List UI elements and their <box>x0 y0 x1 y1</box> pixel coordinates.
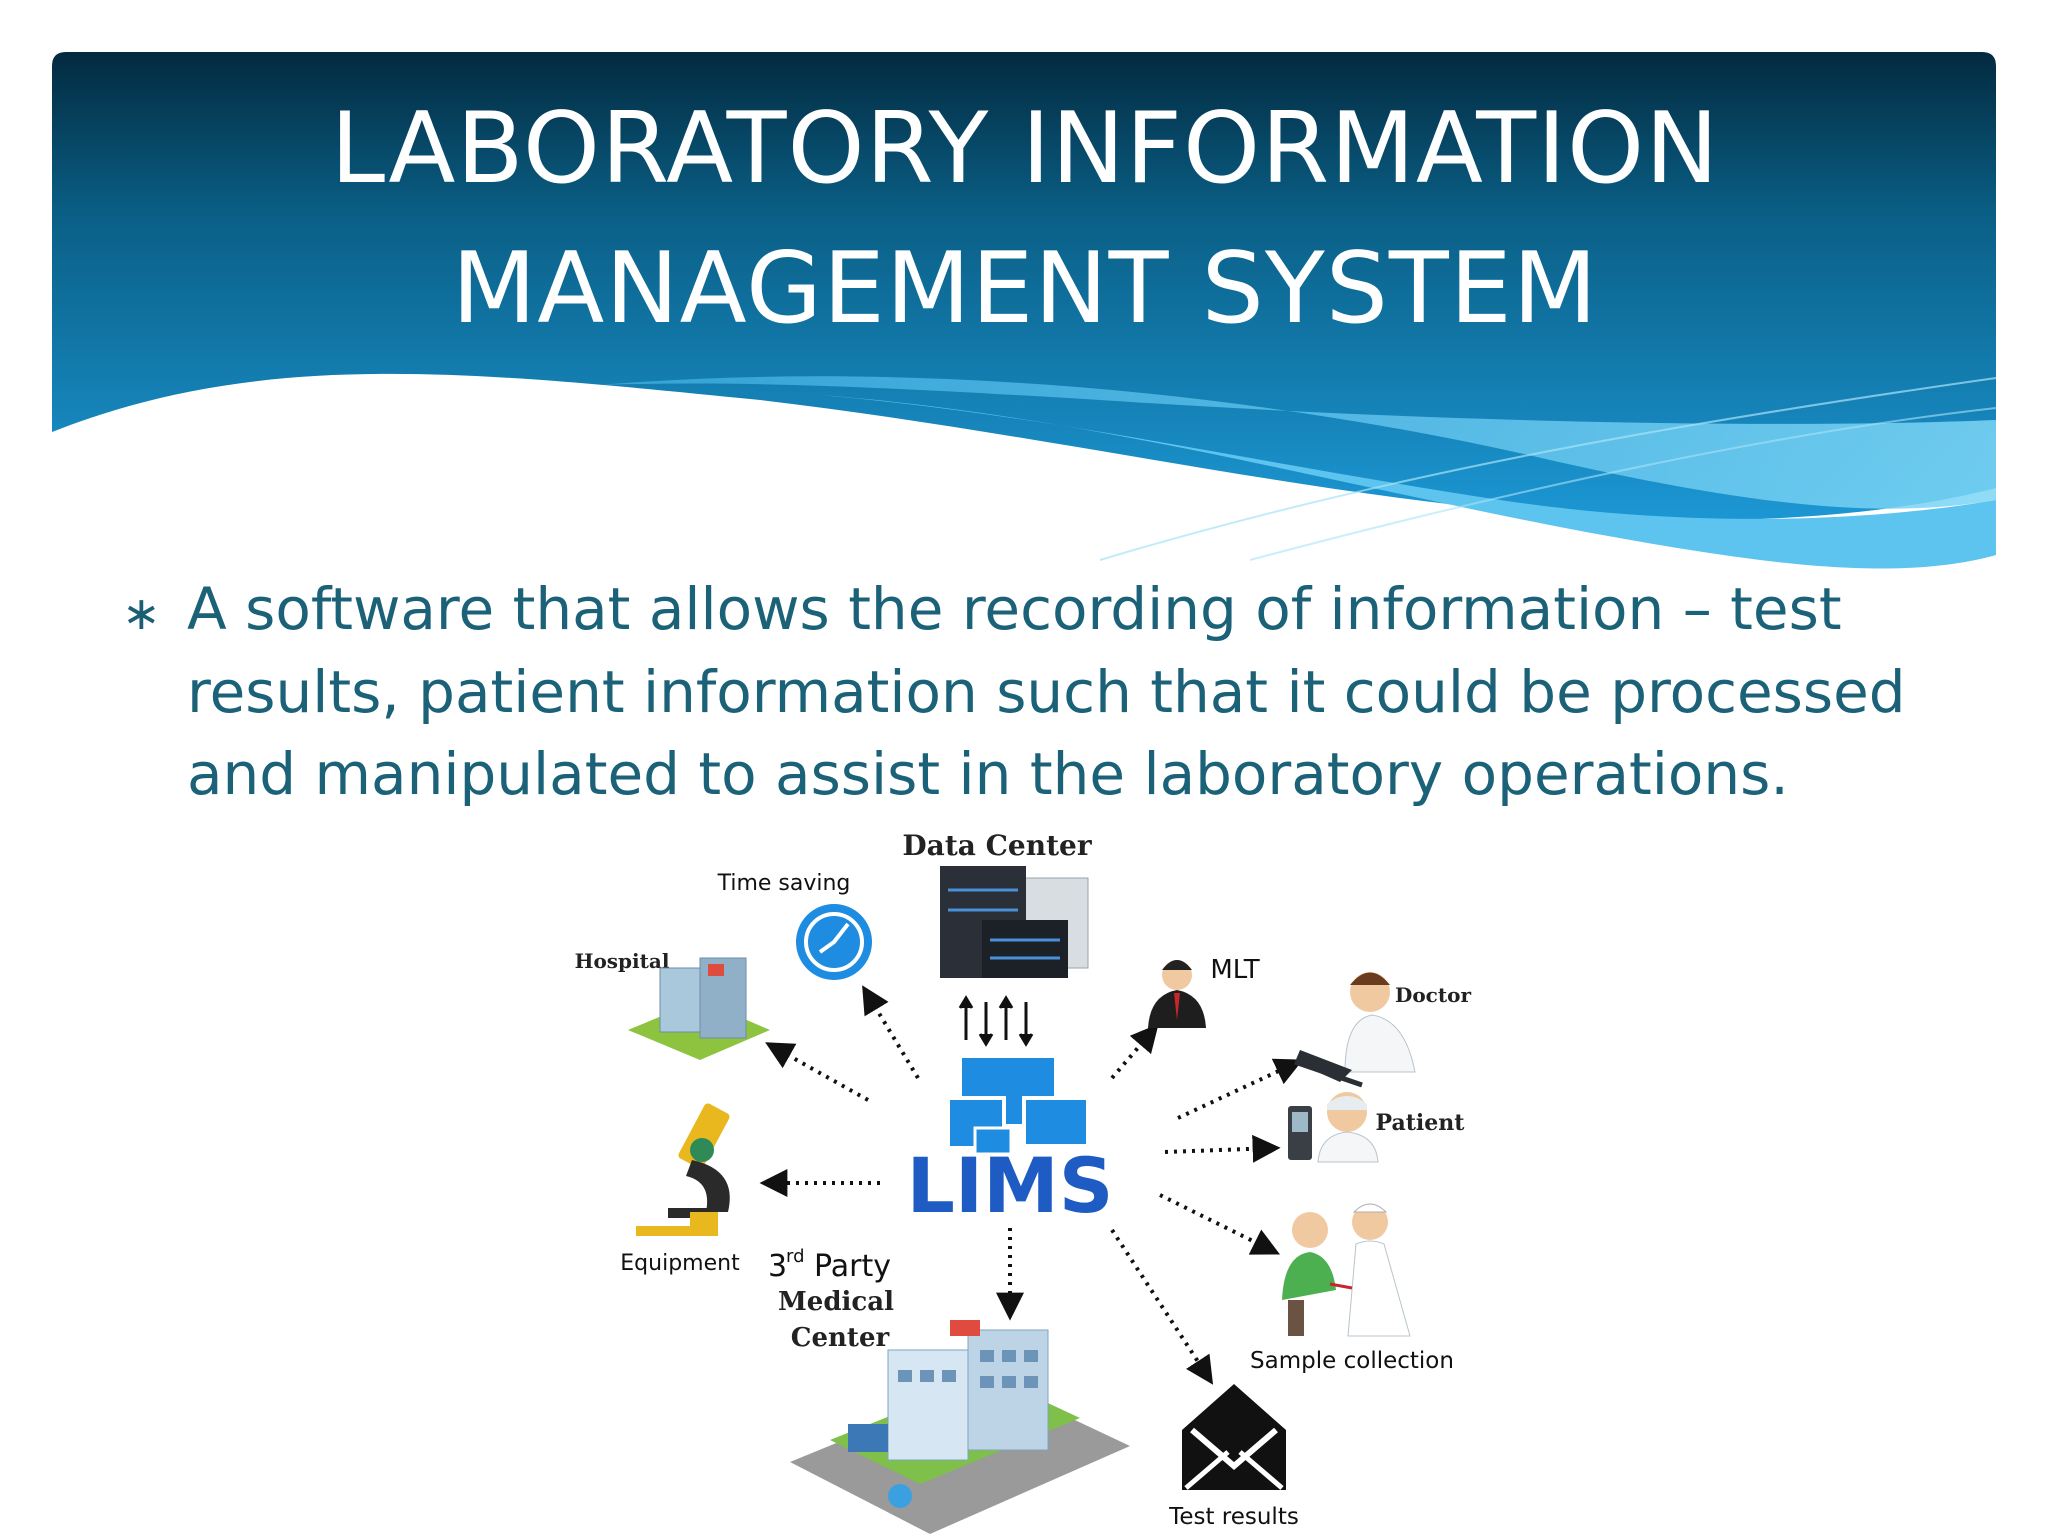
medical-center-icon <box>790 1320 1130 1534</box>
doctor-label: Doctor <box>1395 983 1471 1007</box>
equipment-label: Equipment <box>620 1251 740 1276</box>
third-party-line2: Medical <box>778 1287 894 1317</box>
third-party-line1: Party <box>814 1249 891 1284</box>
mlt-label: MLT <box>1210 955 1259 985</box>
patient-label: Patient <box>1376 1110 1466 1136</box>
microscope-icon <box>636 1103 730 1236</box>
lims-screens-icon <box>946 1058 1090 1156</box>
sample-collection-label: Sample collection <box>1250 1348 1454 1374</box>
third-party-line3: Center <box>791 1323 890 1353</box>
server-icon <box>940 866 1089 978</box>
data-center-label: Data Center <box>902 829 1092 862</box>
mlt-person-icon <box>1148 960 1206 1028</box>
connector-arrows <box>759 985 1304 1385</box>
doctor-icon <box>1294 972 1416 1088</box>
sample-collection-icon <box>1282 1203 1411 1337</box>
hospital-icon <box>628 957 770 1060</box>
header-banner <box>52 52 1997 569</box>
body-line-2: results, patient information such that i… <box>187 658 1906 726</box>
lims-label: LIMS <box>906 1141 1113 1230</box>
third-party-number: 3 <box>768 1249 787 1284</box>
envelope-icon <box>1182 1384 1286 1490</box>
data-center-arrows <box>958 995 1034 1047</box>
time-saving-label: Time saving <box>717 871 851 896</box>
title-line-1: LABORATORY INFORMATION <box>330 92 1720 206</box>
third-party-label: 3 rd Party Medical Center <box>768 1246 894 1353</box>
clock-icon <box>796 904 872 980</box>
title-line-2: MANAGEMENT SYSTEM <box>451 232 1599 346</box>
third-party-sup: rd <box>786 1246 805 1267</box>
hospital-label: Hospital <box>575 949 670 973</box>
bullet-icon: ∗ <box>122 586 161 640</box>
body-line-1: A software that allows the recording of … <box>187 575 1842 643</box>
test-results-label: Test results <box>1168 1504 1299 1530</box>
body-line-3: and manipulated to assist in the laborat… <box>187 740 1789 808</box>
patient-icon <box>1288 1092 1379 1163</box>
